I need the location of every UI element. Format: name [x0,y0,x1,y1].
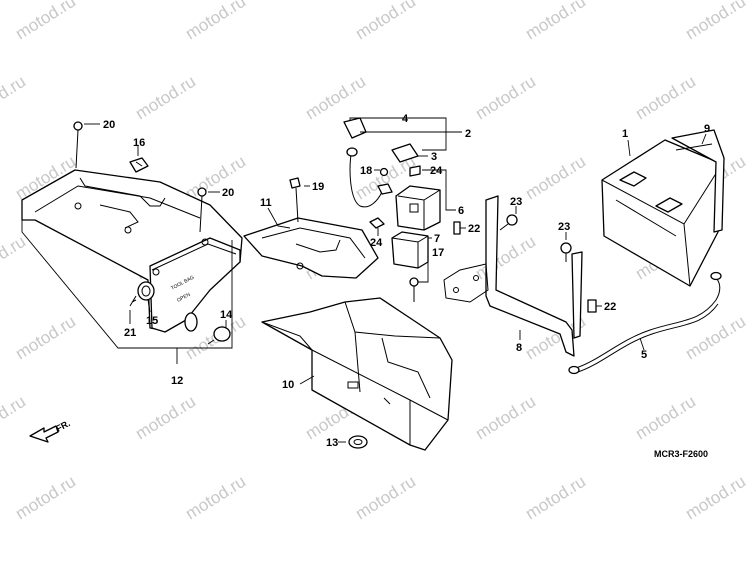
watermark-text: motod.ru [682,312,749,364]
watermark-text: motod.ru [632,72,699,124]
callout-15: 15 [146,315,158,327]
callout-6: 6 [458,205,464,217]
callout-14: 14 [220,309,233,321]
callout-24-top: 24 [430,165,443,177]
watermark-text: motod.ru [472,392,539,444]
callout-17: 17 [432,247,444,259]
watermark-text: motod.ru [182,0,249,43]
watermark-text: motod.ru [522,152,589,204]
watermark-text: motod.ru [12,312,79,364]
watermark-text: motod.ru [0,72,29,124]
battery-cable-2 [343,117,393,208]
watermark-text: motod.ru [0,392,29,444]
leader-lines [84,117,707,443]
callout-11: 11 [260,197,272,209]
callout-10: 10 [282,379,294,391]
battery-holder-bracket-8 [443,195,583,357]
battery-box-lid [243,217,379,279]
watermark-text: motod.ru [522,0,589,43]
callout-4: 4 [402,113,409,125]
diagram-code: MCR3-F2600 [654,449,708,459]
watermark-text: motod.ru [0,232,29,284]
watermark-text: motod.ru [132,392,199,444]
callout-12: 12 [171,375,183,387]
callout-7: 7 [434,233,440,245]
callout-19: 19 [312,181,324,193]
callout-16: 16 [133,137,145,149]
callout-23-lower: 23 [558,221,570,233]
watermark-text: motod.ru [632,392,699,444]
battery-pad-9 [671,129,725,233]
bolt-19 [289,177,301,223]
callout-23-upper: 23 [510,196,522,208]
fuse-24-lower [369,217,385,229]
callout-1: 1 [622,128,628,140]
collar-22-left [453,221,461,235]
callout-numbers: 20 16 20 21 15 14 12 11 19 10 13 17 4 2 … [103,113,710,449]
knob-15 [137,281,155,301]
watermark-text: motod.ru [132,72,199,124]
callout-21: 21 [124,327,136,339]
watermark-text: motod.ru [682,0,749,43]
callout-18: 18 [360,165,372,177]
callout-8: 8 [516,342,522,354]
front-marker-label: FR. [54,418,71,434]
callout-20-top: 20 [103,119,115,131]
watermark-text: motod.ru [472,232,539,284]
callout-5: 5 [641,349,647,361]
relay-rubber-7 [391,231,429,269]
callout-13: 13 [326,437,338,449]
callout-2: 2 [465,128,471,140]
negative-cable-5 [568,271,722,375]
watermark-text: motod.ru [182,152,249,204]
watermark-text: motod.ru [352,0,419,43]
callout-22-right: 22 [604,301,616,313]
pin-21 [129,295,137,307]
watermark-text: motod.ru [12,472,79,524]
callout-20-mid: 20 [222,187,234,199]
watermark-text: motod.ru [352,472,419,524]
bolt-23-upper [499,214,518,231]
bolt-23-lower [560,242,572,262]
bolt-14 [207,326,231,345]
front-direction-arrow: FR. [29,418,72,443]
watermark-text: motod.ru [472,72,539,124]
starter-relay-6 [395,185,441,231]
callout-24-lower: 24 [370,237,383,249]
bolt-17 [409,277,419,302]
battery-box-tray [261,297,453,451]
screw-18 [379,167,389,177]
callout-22-left: 22 [468,223,480,235]
watermark-text: motod.ru [522,472,589,524]
grommet-13 [348,435,368,449]
watermark-text: motod.ru [682,472,749,524]
collar-22-right [587,299,597,313]
fuse-24-top [409,165,421,177]
callout-3: 3 [431,151,437,163]
screw-20-mid [197,187,207,233]
watermark-text: motod.ru [12,0,79,43]
watermark-text: motod.ru [182,472,249,524]
tool-case-cover: TOOL BAG OPEN [21,169,243,333]
group-bracket-12 [21,210,233,349]
screw-20-top [73,121,83,169]
clip-nut-16 [129,157,149,173]
battery-1 [601,139,723,287]
watermark-text: motod.ru [302,72,369,124]
callout-9: 9 [704,123,710,135]
